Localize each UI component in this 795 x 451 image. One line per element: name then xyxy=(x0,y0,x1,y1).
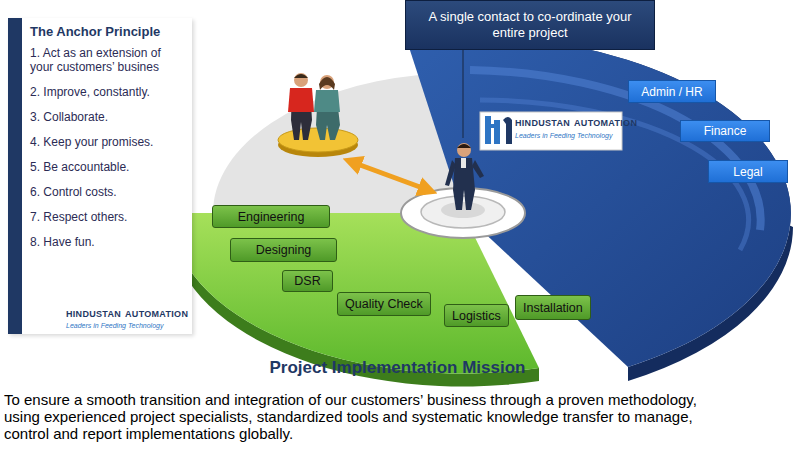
principle-item: 5. Be accountable. xyxy=(30,160,186,174)
logo-text: AUTOMATION xyxy=(125,309,188,319)
customer-figures xyxy=(278,73,358,157)
principle-item: 1. Act as an extension of your customers… xyxy=(30,46,186,74)
box-label: Installation xyxy=(523,301,583,315)
principle-item: 3. Collaborate. xyxy=(30,110,186,124)
box-label: Finance xyxy=(704,124,747,138)
principle-item: 4. Keep your promises. xyxy=(30,135,186,149)
principle-item: 6. Control costs. xyxy=(30,185,186,199)
function-tab: Admin / HR xyxy=(628,80,716,103)
logo-text: HINDUSTAN xyxy=(66,309,121,319)
box-label: Logistics xyxy=(452,309,501,323)
box-label: Quality Check xyxy=(345,297,423,311)
box-label: Engineering xyxy=(238,210,305,224)
process-box: Engineering xyxy=(212,205,330,228)
function-tab: Legal xyxy=(708,160,788,183)
function-tab: Finance xyxy=(680,120,770,142)
logo-tagline: Leaders in Feeding Technology xyxy=(66,322,163,329)
box-label: A single contact to co-ordinate your ent… xyxy=(414,9,646,41)
process-box: Designing xyxy=(230,238,337,262)
process-box: DSR xyxy=(282,270,333,292)
principle-item: 2. Improve, constantly. xyxy=(30,85,186,99)
panel-heading: The Anchor Principle xyxy=(30,24,186,39)
principle-item: 8. Have fun. xyxy=(30,235,186,249)
box-label: Designing xyxy=(256,243,312,257)
principle-item: 7. Respect others. xyxy=(30,210,186,224)
logo-text: AUTOMATION xyxy=(574,118,637,128)
box-label: DSR xyxy=(294,274,320,288)
coordinator-figure xyxy=(445,143,484,210)
callout-box: A single contact to co-ordinate your ent… xyxy=(405,0,655,50)
box-label: Legal xyxy=(733,165,762,179)
principle-panel: The Anchor Principle 1. Act as an extensi… xyxy=(8,18,192,334)
double-arrow xyxy=(352,162,428,190)
logo-tagline: Leaders in Feeding Technology xyxy=(515,132,612,139)
process-box: Installation xyxy=(515,295,591,320)
mission-caption: To ensure a smooth transition and integr… xyxy=(4,391,704,442)
diagram-title: Project Implementation Mission xyxy=(0,358,795,378)
process-box: Logistics xyxy=(444,304,509,327)
process-box: Quality Check xyxy=(337,292,431,316)
leader-line xyxy=(463,50,464,138)
box-label: Admin / HR xyxy=(641,85,702,99)
logo-text: HINDUSTAN xyxy=(515,118,570,128)
center-logo-panel xyxy=(480,112,622,150)
